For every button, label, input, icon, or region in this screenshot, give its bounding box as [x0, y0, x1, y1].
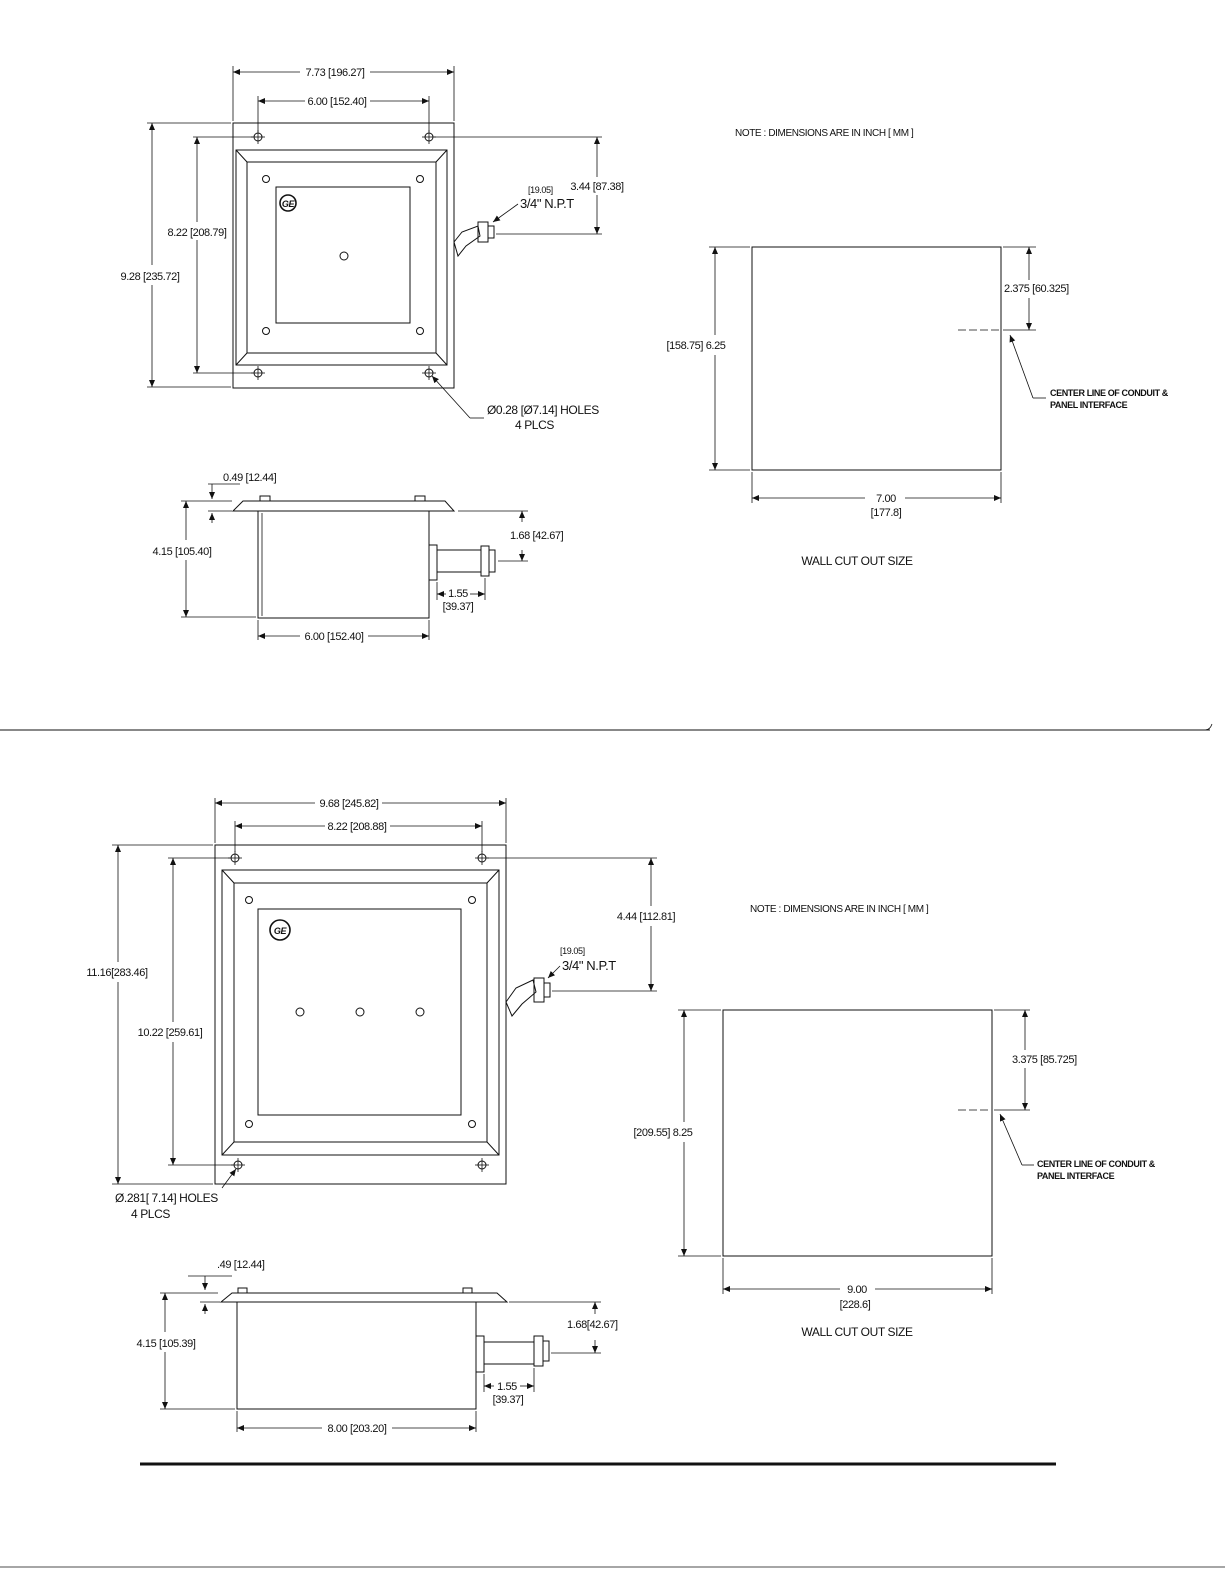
dim-overall-width: 7.73 [196.27]: [305, 67, 364, 79]
dim-conduit-height: 1.68 [42.67]: [510, 530, 564, 542]
dim-depth: 4.15 [105.40]: [152, 546, 211, 558]
conduit-fitting-icon: [505, 977, 551, 1017]
dim-hole-spacing-height: 10.22 [259.61]: [138, 1027, 203, 1039]
dim-depth: 4.15 [105.39]: [136, 1338, 195, 1350]
centerline-label-2: PANEL INTERFACE: [1050, 400, 1128, 410]
conduit-size-label: 3/4" N.P.T: [562, 958, 616, 973]
dim-conduit-height: 1.68[42.67]: [567, 1319, 618, 1331]
dim-conduit-length: 1.55: [497, 1381, 517, 1393]
dim-body-width: 6.00 [152.40]: [304, 631, 363, 643]
dim-conduit-length-mm: [39.37]: [443, 601, 474, 613]
dim-conduit-length-mm: [39.37]: [493, 1394, 524, 1406]
upper-cutout-view: NOTE : DIMENSIONS ARE IN INCH [ MM ] [15…: [666, 128, 1169, 568]
conduit-fitting-icon: [453, 221, 495, 258]
mount-hole-icon: [422, 366, 436, 380]
mount-hole-icon: [231, 1158, 245, 1172]
mount-hole-icon: [475, 851, 489, 865]
ge-logo-icon: GE: [279, 194, 297, 212]
dim-overall-height: 9.28 [235.72]: [120, 271, 179, 283]
dim-cutout-width: 9.00: [847, 1284, 867, 1296]
dim-cutout-height: [158.75] 6.25: [666, 340, 725, 352]
holes-callout-2: 4 PLCS: [515, 418, 554, 432]
conduit-size-mm: [19.05]: [560, 946, 585, 956]
dim-cutout-width-mm: [177.8]: [871, 507, 902, 519]
cutout-title: WALL CUT OUT SIZE: [801, 1325, 913, 1339]
dim-cutout-width-mm: [228.6]: [840, 1299, 871, 1311]
dim-flange: .49 [12.44]: [217, 1259, 265, 1271]
dim-flange: 0.49 [12.44]: [223, 472, 277, 484]
upper-front-view: GE 7.73 [196.27] 6.00 [152.40] 9.28 [235…: [120, 66, 624, 432]
dim-hole-spacing-width: 8.22 [208.88]: [327, 821, 386, 833]
conduit-size-label: 3/4" N.P.T: [520, 196, 574, 211]
dim-center-offset: 2.375 [60.325]: [1004, 283, 1069, 295]
dim-cutout-height: [209.55] 8.25: [633, 1127, 692, 1139]
dim-conduit-offset: 3.44 [87.38]: [570, 181, 624, 193]
upper-side-view: 0.49 [12.44] 4.15 [105.40] 1.68 [42.67] …: [152, 472, 564, 643]
dim-cutout-width: 7.00: [876, 493, 896, 505]
dim-conduit-offset: 4.44 [112.81]: [617, 911, 676, 923]
dim-center-offset: 3.375 [85.725]: [1012, 1054, 1077, 1066]
cutout-title: WALL CUT OUT SIZE: [801, 554, 913, 568]
lower-side-view: .49 [12.44] 4.15 [105.39] 1.68[42.67] 1.…: [136, 1259, 618, 1435]
mount-hole-icon: [251, 130, 265, 144]
note-units: NOTE : DIMENSIONS ARE IN INCH [ MM ]: [735, 128, 914, 139]
conduit-size-mm: [19.05]: [528, 185, 553, 195]
mount-hole-icon: [475, 1158, 489, 1172]
ge-logo-icon: GE: [269, 919, 291, 941]
dim-overall-width: 9.68 [245.82]: [319, 798, 378, 810]
note-units: NOTE : DIMENSIONS ARE IN INCH [ MM ]: [750, 904, 929, 915]
mount-hole-icon: [228, 851, 242, 865]
dim-hole-spacing-height: 8.22 [208.79]: [167, 227, 226, 239]
svg-text:GE: GE: [282, 199, 296, 209]
holes-callout-1: Ø0.28 [Ø7.14] HOLES: [487, 403, 599, 417]
holes-callout-2: 4 PLCS: [131, 1207, 170, 1221]
dim-overall-height: 11.16[283.46]: [86, 967, 148, 979]
mount-hole-icon: [251, 366, 265, 380]
centerline-label-1: CENTER LINE OF CONDUIT &: [1050, 388, 1169, 398]
lower-front-view: GE 9.68 [245.82] 8.22 [208.88] 11.16[283…: [86, 798, 676, 1221]
svg-text:GE: GE: [274, 926, 288, 936]
dim-conduit-length: 1.55: [448, 588, 468, 600]
dim-hole-spacing-width: 6.00 [152.40]: [307, 96, 366, 108]
lower-cutout-view: NOTE : DIMENSIONS ARE IN INCH [ MM ] [20…: [633, 904, 1156, 1339]
holes-callout-1: Ø.281[ 7.14] HOLES: [115, 1191, 218, 1205]
mount-hole-icon: [422, 130, 436, 144]
centerline-label-1: CENTER LINE OF CONDUIT &: [1037, 1159, 1156, 1169]
centerline-label-2: PANEL INTERFACE: [1037, 1171, 1115, 1181]
dim-body-width: 8.00 [203.20]: [327, 1423, 386, 1435]
